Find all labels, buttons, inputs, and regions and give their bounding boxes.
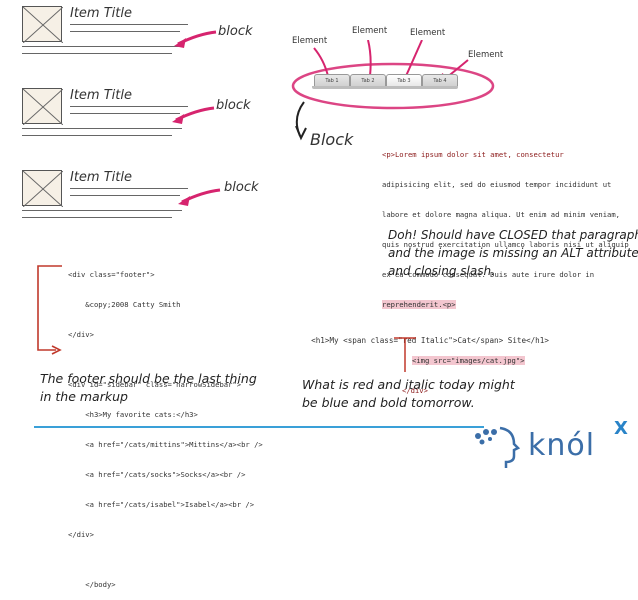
code-line: </div> (68, 330, 94, 339)
code-line: <h3>My favorite cats:</h3> (68, 410, 198, 419)
item-title: Item Title (70, 6, 132, 21)
block-label-1: block (218, 24, 253, 39)
footer-note: The footer should be the last thing in t… (40, 370, 257, 406)
item-block-3: Item Title (22, 170, 192, 220)
code-line: <a href="/cats/socks">Socks</a><br /> (68, 470, 246, 479)
item-title: Item Title (70, 170, 132, 185)
element-label-1: Element (292, 36, 328, 46)
logo-profile-icon (475, 426, 521, 468)
code-line: <div class="footer"> (68, 270, 155, 279)
element-label-2: Element (352, 26, 388, 36)
block-label-3: block (224, 180, 259, 195)
code-line: </div> (402, 386, 428, 395)
code-line: quis nostrud exercitation ullamco labori… (382, 240, 629, 249)
code-line: <p>Lorem ipsum dolor sit amet, consectet… (382, 150, 564, 159)
arrow-icon (178, 188, 221, 206)
tab-3: Tab 3 (386, 74, 422, 87)
note-line: What is red and italic today might (302, 377, 515, 392)
image-placeholder-icon (22, 88, 63, 125)
code-line: </body> (68, 580, 116, 589)
note-line: Doh! Should have CLOSED that paragraph (388, 228, 638, 242)
note-line: in the markup (40, 389, 128, 404)
h1-code: <h1>My <span class="red Italic">Cat</spa… (302, 326, 549, 346)
footer-code: <div class="footer"> &copy;2008 Catty Sm… (68, 250, 263, 600)
tab-strip: Tab 1 Tab 2 Tab 3 Tab 4 (312, 74, 458, 90)
item-block-1: Item Title (22, 6, 192, 56)
note-line: and closing slash. (388, 264, 495, 278)
image-placeholder-icon (22, 6, 63, 43)
element-label-4: Element (468, 50, 504, 60)
code-line: adipisicing elit, sed do eiusmod tempor … (382, 180, 612, 189)
code-line: labore et dolore magna aliqua. Ut enim a… (382, 210, 620, 219)
pointer-line-icon (394, 337, 416, 372)
tab-1: Tab 1 (314, 74, 350, 87)
block-label-2: block (216, 98, 251, 113)
bracket-icon (37, 265, 62, 355)
code-line: </div> (68, 530, 94, 539)
arrow-icon (172, 106, 215, 124)
block-label-tabs: Block (310, 130, 354, 149)
code-line: &copy;2008 Catty Smith (68, 300, 181, 309)
code-line-highlight: <img src="images/cat.jpg"> (412, 356, 525, 365)
code-line: <a href="/cats/mittins">Mittins</a><br /… (68, 440, 263, 449)
item-block-2: Item Title (22, 88, 192, 138)
arrow-icon (174, 30, 217, 48)
image-placeholder-icon (22, 170, 63, 207)
doh-note: Doh! Should have CLOSED that paragraph a… (388, 226, 638, 280)
h1-note: What is red and italic today might be bl… (302, 376, 515, 412)
note-line: and the image is missing an ALT attribut… (388, 246, 638, 260)
knol-logo: knól X (475, 418, 638, 478)
tab-4: Tab 4 (422, 74, 458, 87)
logo-text: knól (528, 428, 596, 463)
code-line: <h1>My <span class="red Italic">Cat</spa… (311, 336, 549, 345)
code-line: <a href="/cats/isabel">Isabel</a><br /> (68, 500, 255, 509)
code-line: <div id="sidebar" class="narrowSidebar"> (68, 380, 242, 389)
logo-superscript: X (614, 418, 628, 439)
tab-2: Tab 2 (350, 74, 386, 87)
note-line: be blue and bold tomorrow. (302, 395, 475, 410)
note-line: The footer should be the last thing (40, 371, 257, 386)
footer-rule (34, 426, 484, 428)
item-title: Item Title (70, 88, 132, 103)
code-line: ex ea commodo consequat. Duis aute irure… (382, 270, 595, 279)
code-line-highlight: reprehenderit.<p> (382, 300, 456, 309)
element-label-3: Element (410, 28, 446, 38)
paragraph-code: <p>Lorem ipsum dolor sit amet, consectet… (382, 130, 629, 406)
